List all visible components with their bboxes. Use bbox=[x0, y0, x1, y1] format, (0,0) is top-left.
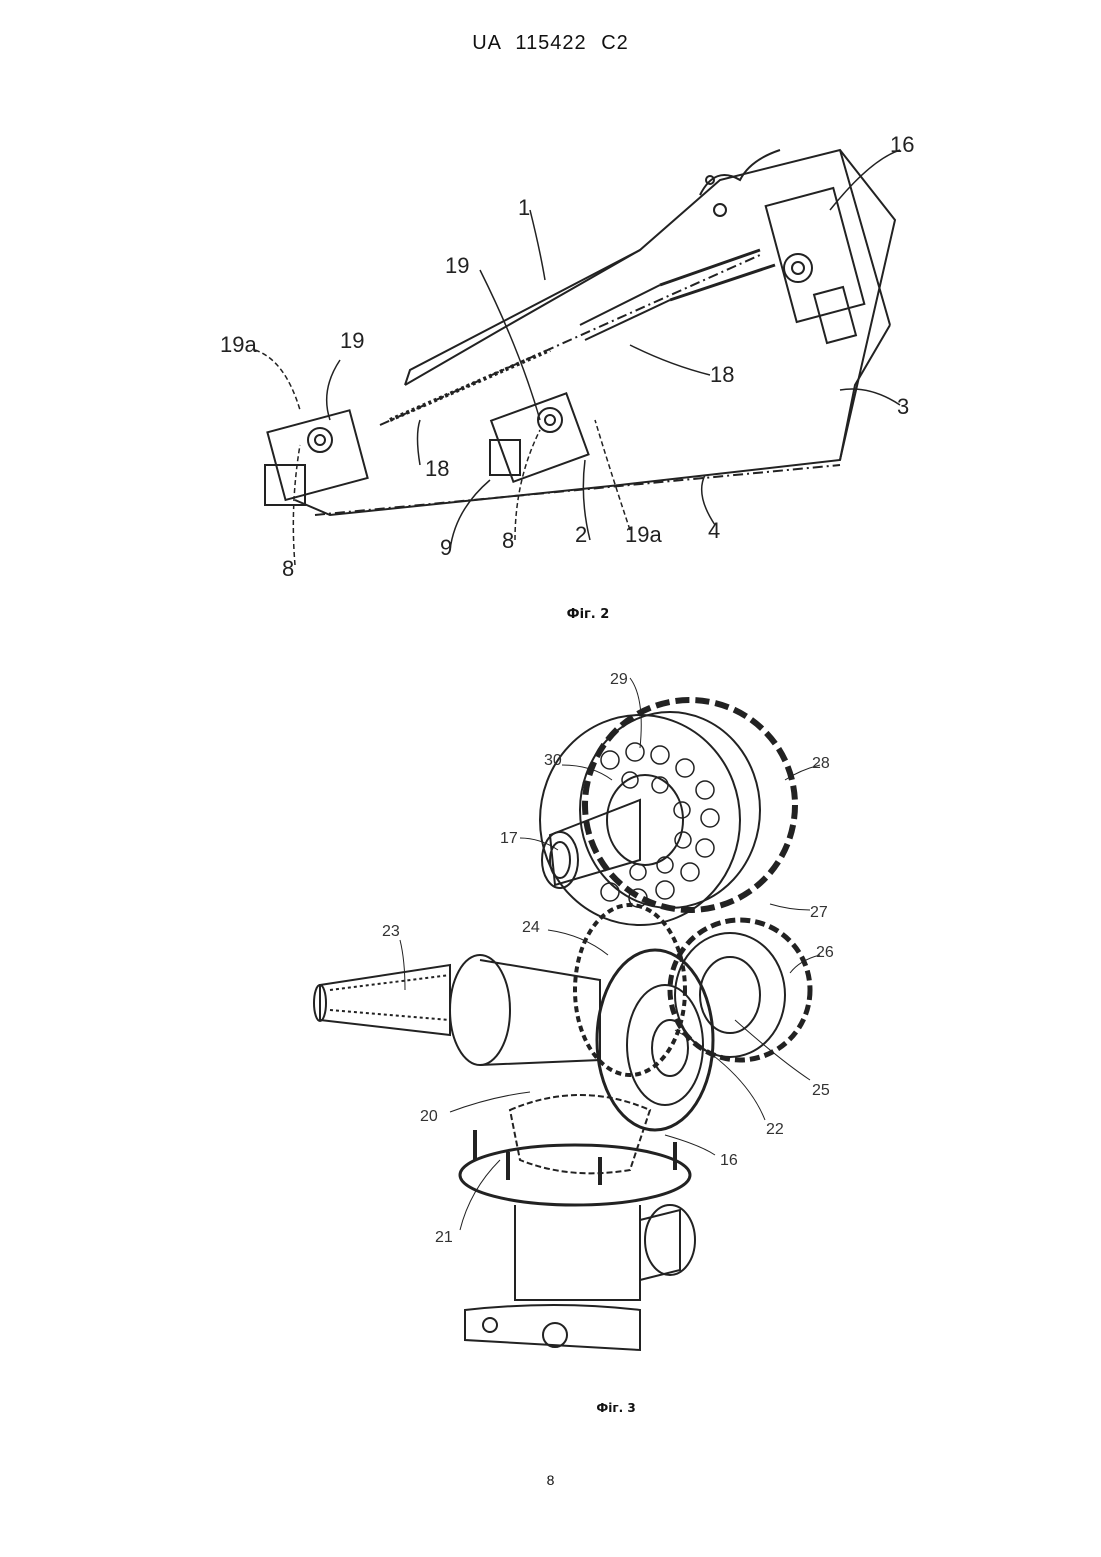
figure-2-drawing: 16 1 19 19a 19 18 3 18 4 9 8 2 19a 8 bbox=[200, 120, 940, 590]
fig2-label-1: 1 bbox=[518, 195, 530, 220]
document-header: UA 115422 C2 bbox=[0, 32, 1101, 55]
fig3-label-27: 27 bbox=[810, 904, 828, 921]
fig2-label-4: 4 bbox=[708, 518, 720, 543]
fig2-label-19: 19 bbox=[445, 253, 469, 278]
fig2-label-8-left: 8 bbox=[282, 556, 294, 581]
frame-outline bbox=[295, 150, 895, 515]
fig2-label-2: 2 bbox=[575, 522, 587, 547]
page-number: 8 bbox=[0, 1472, 1101, 1488]
fig2-label-19a-lower: 19a bbox=[625, 522, 662, 547]
fig2-label-18: 18 bbox=[710, 362, 734, 387]
fig3-label-20: 20 bbox=[420, 1108, 438, 1125]
fig3-label-28: 28 bbox=[812, 755, 830, 772]
fig3-label-25: 25 bbox=[812, 1082, 830, 1099]
fig2-label-19-left: 19 bbox=[340, 328, 364, 353]
fig3-label-17: 17 bbox=[500, 830, 518, 847]
fig3-label-16: 16 bbox=[720, 1152, 738, 1169]
figure-3-caption: Фіг. 3 bbox=[516, 1401, 716, 1415]
fig3-label-24: 24 bbox=[522, 919, 540, 936]
fig2-label-16: 16 bbox=[890, 132, 914, 157]
fig3-label-23: 23 bbox=[382, 923, 400, 940]
figure-3-drawing: 29 30 28 17 27 23 24 26 25 20 22 16 21 bbox=[300, 660, 860, 1380]
figure-2-caption: Фіг. 2 bbox=[488, 607, 688, 622]
fig3-label-30: 30 bbox=[544, 752, 562, 769]
fig3-label-22: 22 bbox=[766, 1121, 784, 1138]
fig2-label-8: 8 bbox=[502, 528, 514, 553]
fig3-label-29: 29 bbox=[610, 671, 628, 688]
fig3-label-21: 21 bbox=[435, 1229, 453, 1246]
fig3-label-26: 26 bbox=[816, 944, 834, 961]
fig2-label-18-lower: 18 bbox=[425, 456, 449, 481]
fig2-label-3: 3 bbox=[897, 394, 909, 419]
fig2-label-9: 9 bbox=[440, 535, 452, 560]
fig2-label-19a: 19a bbox=[220, 332, 257, 357]
